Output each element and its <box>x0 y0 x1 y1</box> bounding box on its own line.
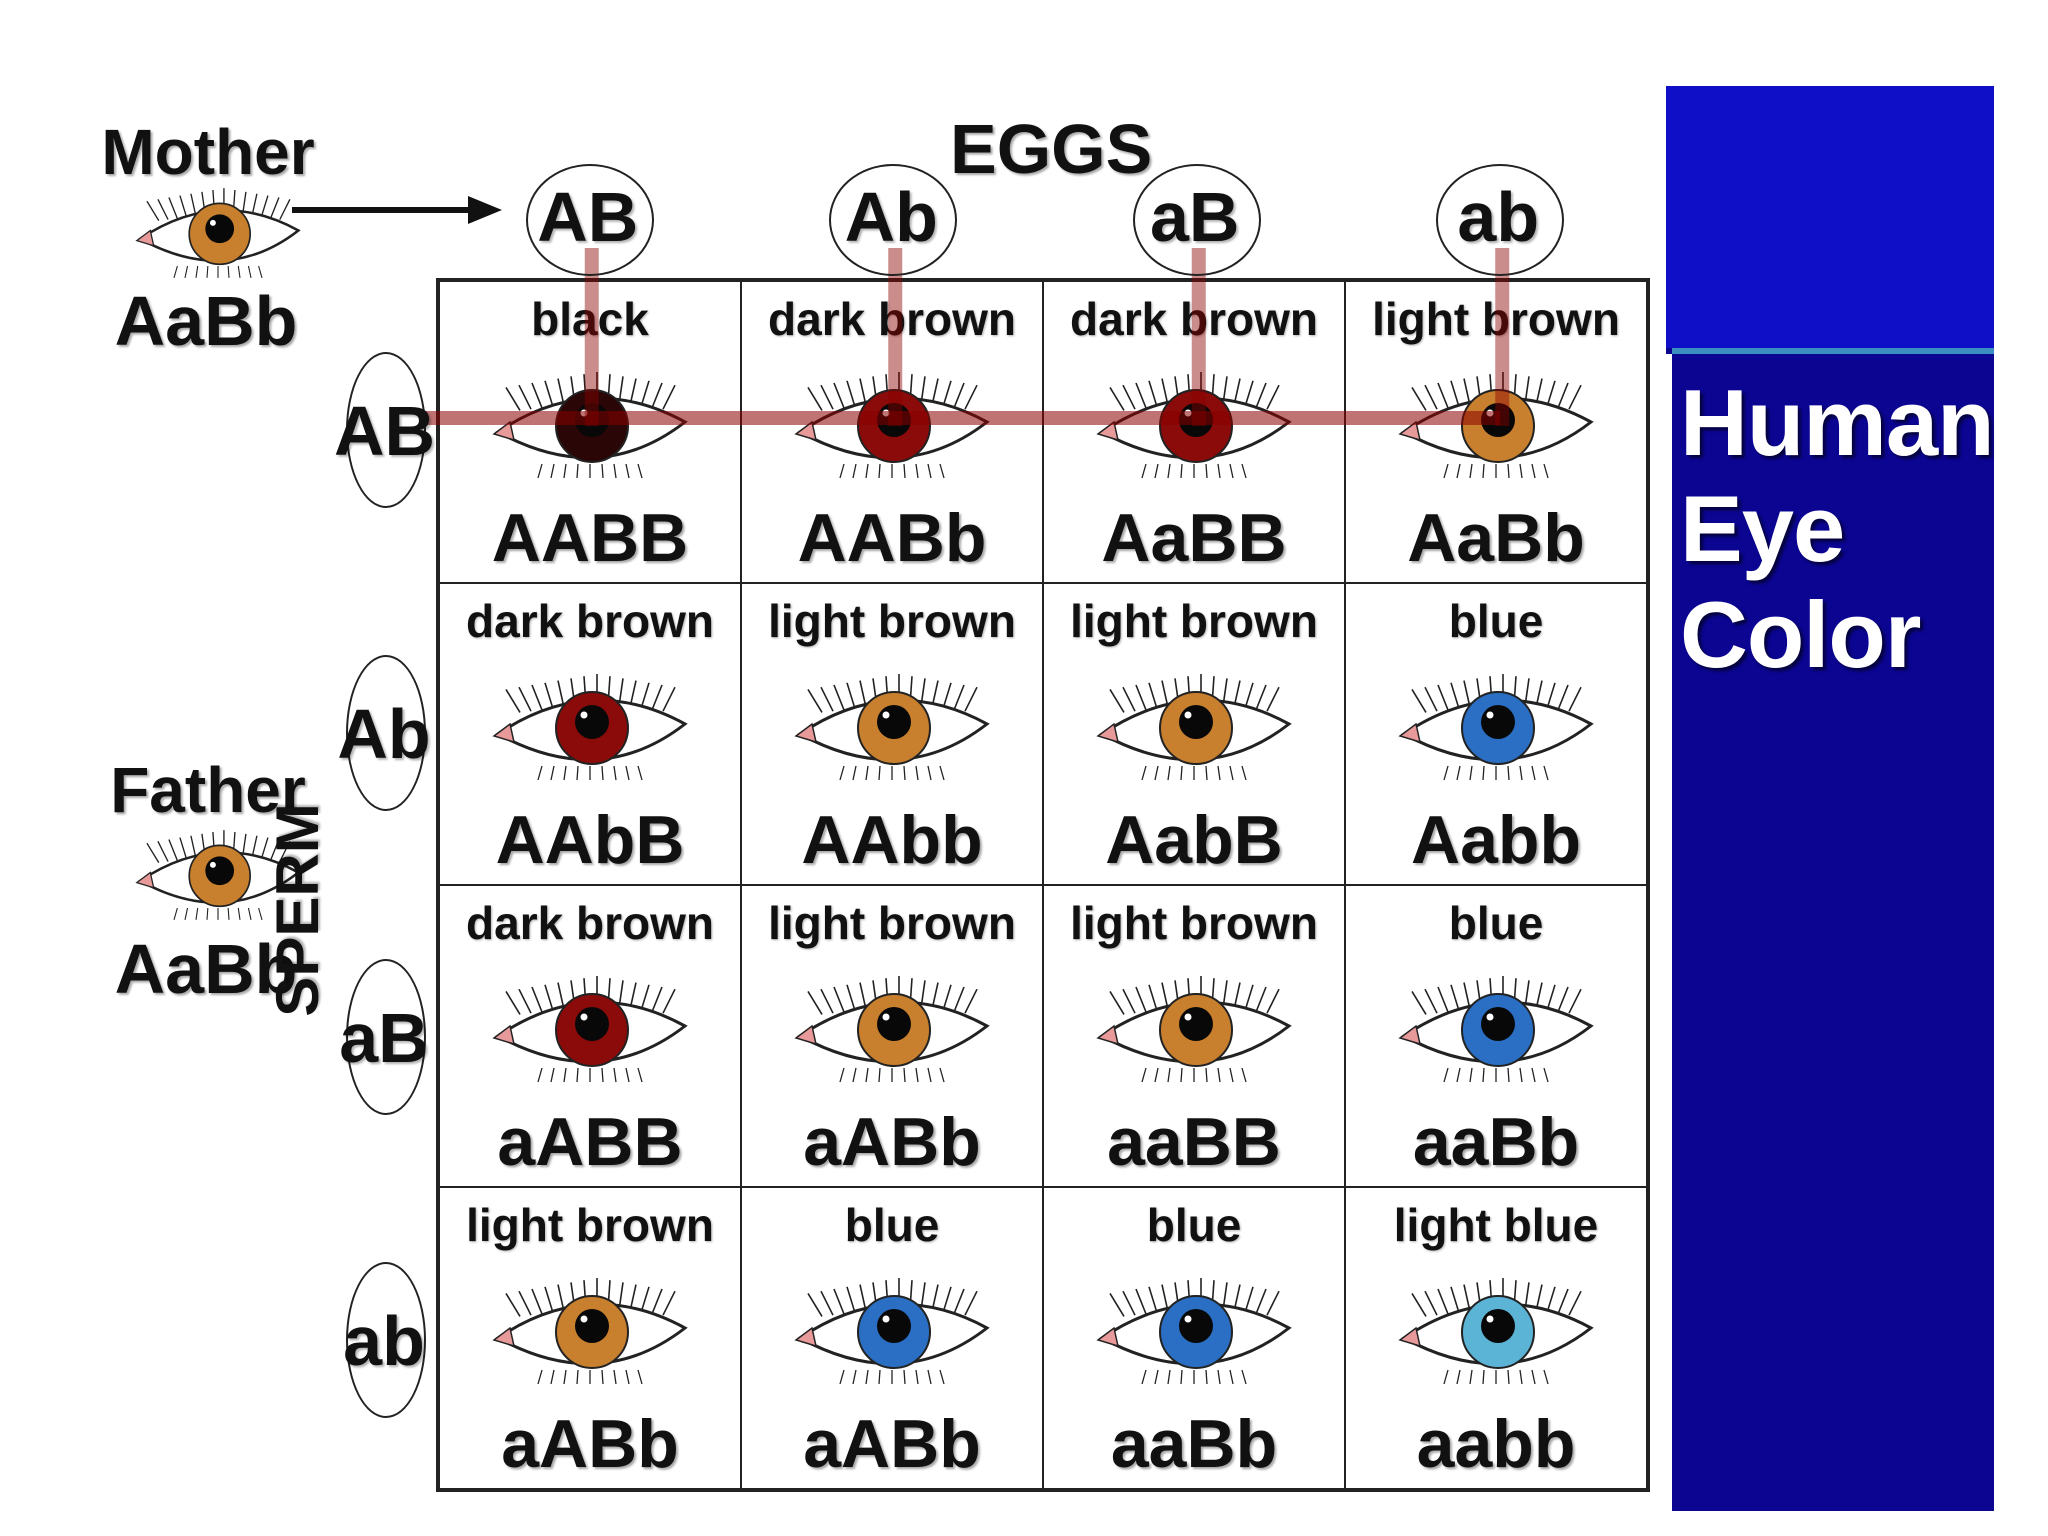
eye-color-label: light brown <box>1070 897 1318 949</box>
genotype-label: aABb <box>501 1406 679 1482</box>
egg-allele-label: Ab <box>844 178 938 256</box>
sidebar-header-block <box>1666 86 1994 348</box>
punnett-cell: dark brown aABB <box>439 885 741 1187</box>
eye-icon <box>492 976 688 1083</box>
sperm-allele-ellipse <box>346 351 426 508</box>
sperm-allele-ellipse <box>346 958 426 1115</box>
genotype-label: AABB <box>491 500 689 576</box>
eye-color-label: blue <box>844 1199 940 1251</box>
punnett-cell: light brown aABb <box>439 1187 741 1489</box>
title-line-1: Human <box>1680 370 1995 475</box>
sperm-allele-label: ab <box>343 1302 425 1381</box>
punnett-cell: light brown aABb <box>741 885 1043 1187</box>
eye-icon <box>794 674 990 781</box>
eggs-title: EGGS <box>950 110 1153 188</box>
father-label: Father <box>110 754 306 826</box>
title-line-2: Eye <box>1680 476 1845 581</box>
eye-color-label: light brown <box>1372 293 1620 345</box>
eye-color-label: light brown <box>466 1199 714 1251</box>
mother-eye-icon <box>135 188 301 278</box>
eye-color-label: light blue <box>1393 1199 1599 1251</box>
eye-icon <box>492 1278 688 1385</box>
genotype-label: AAbb <box>801 802 983 878</box>
genotype-label: aabb <box>1416 1406 1576 1482</box>
father-eye-icon <box>135 830 301 920</box>
eye-icon <box>1398 976 1594 1083</box>
genotype-label: AabB <box>1105 802 1283 878</box>
eye-icon <box>492 674 688 781</box>
eye-color-label: black <box>440 296 740 342</box>
genotype-label: aABb <box>803 1104 981 1180</box>
genotype-label: aABb <box>803 1406 981 1482</box>
genotype-label: Aabb <box>1411 802 1581 878</box>
sperm-allele-ellipse <box>346 655 426 812</box>
eye-color-label: dark brown <box>768 293 1016 345</box>
genotype-label: aaBb <box>1412 1104 1580 1180</box>
genotype-label: AaBB <box>1101 500 1287 576</box>
sperm-allele-label: aB <box>339 998 429 1077</box>
arrow-icon <box>292 196 502 224</box>
genotype-label: aABB <box>497 1104 683 1180</box>
egg-allele-ellipse <box>829 164 958 276</box>
genotype-label: AAbB <box>495 802 685 878</box>
punnett-cell: light brown aaBB <box>1043 885 1345 1187</box>
eye-color-label: blue <box>1146 1199 1242 1251</box>
egg-allele-ellipse <box>1436 164 1565 276</box>
eye-color-label: light brown <box>768 897 1016 949</box>
genotype-label: aaBB <box>1107 1104 1281 1180</box>
eye-color-label: dark brown <box>1070 293 1318 345</box>
egg-allele-ellipse <box>1132 164 1261 276</box>
genotype-label: aaBb <box>1110 1406 1278 1482</box>
eye-color-label: blue <box>1448 595 1544 647</box>
genotype-label: AaBb <box>1407 500 1585 576</box>
eye-color-label: light brown <box>768 595 1016 647</box>
eye-icon <box>1398 674 1594 781</box>
punnett-cell: blue aaBb <box>1043 1187 1345 1489</box>
punnett-cell: blue aABb <box>741 1187 1043 1489</box>
eye-icon <box>1096 1278 1292 1385</box>
eye-color-label: dark brown <box>466 595 714 647</box>
genotype-label: AABb <box>797 500 987 576</box>
egg-allele-label: aB <box>1150 178 1240 256</box>
eye-icon <box>1398 1278 1594 1385</box>
eye-color-label: blue <box>1448 897 1544 949</box>
eye-icon <box>1096 976 1292 1083</box>
sperm-allele-label: Ab <box>337 695 431 774</box>
eye-icon <box>1096 674 1292 781</box>
mother-label: Mother <box>101 116 315 188</box>
egg-allele-label: ab <box>1457 178 1540 256</box>
eye-color-label: light brown <box>1070 595 1318 647</box>
title-line-3: Color <box>1680 582 1921 687</box>
title-sidebar: Human Eye Color <box>1666 86 1995 1511</box>
eye-icon <box>794 976 990 1083</box>
punnett-cell: light blue aabb <box>1345 1187 1647 1489</box>
father-genotype: AaBb <box>114 930 298 1008</box>
egg-allele-label: AB <box>537 178 639 256</box>
eye-icon <box>1398 372 1594 479</box>
sidebar-divider <box>1672 348 1994 354</box>
eye-color-label: dark brown <box>466 897 714 949</box>
sperm-allele-label: AB <box>334 391 436 470</box>
sidebar-edge <box>1666 354 1672 1511</box>
punnett-cell: blue aaBb <box>1345 885 1647 1187</box>
eye-icon <box>794 1278 990 1385</box>
egg-allele-ellipse <box>525 164 654 276</box>
mother-genotype: AaBb <box>114 282 298 360</box>
sperm-allele-ellipse <box>346 1262 426 1419</box>
